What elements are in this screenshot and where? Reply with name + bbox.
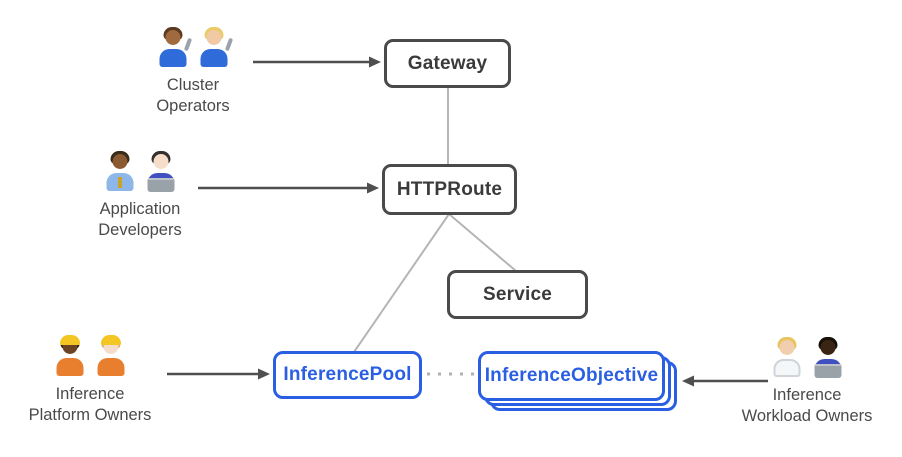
figure-head-shape	[153, 154, 168, 169]
figure-laptop-shape	[814, 364, 841, 378]
person-figure	[197, 26, 233, 68]
node-httproute: HTTPRoute	[382, 164, 517, 215]
figure-head-shape	[820, 340, 835, 355]
persona-cluster-operators: Cluster Operators	[108, 26, 278, 117]
node-inference-objective: InferenceObjective	[478, 351, 665, 401]
construction-worker-people-emoji-icon	[53, 335, 128, 377]
person-figure	[156, 26, 192, 68]
edge-httproute-service	[448, 213, 517, 272]
figure-head-shape	[112, 154, 127, 169]
persona-inference-platform-owners: Inference Platform Owners	[0, 335, 180, 426]
label-line: Inference	[55, 385, 125, 403]
figure-body-shape	[56, 358, 83, 376]
figure-body-shape	[773, 359, 800, 377]
persona-application-developers-label: Application Developers	[98, 199, 181, 241]
figure-tie-shape	[117, 177, 122, 188]
label-line: Application	[99, 200, 181, 218]
figure-laptop-shape	[147, 178, 174, 192]
node-inference-objective-stack: InferenceObjective	[478, 351, 677, 411]
label-line: Cluster	[166, 76, 220, 94]
persona-cluster-operators-label: Cluster Operators	[156, 75, 229, 117]
mechanic-people-emoji-icon	[156, 26, 233, 68]
figure-hat-shape	[100, 335, 121, 345]
figure-head-shape	[206, 30, 221, 45]
figure-hat-shape	[59, 335, 80, 345]
figure-wrench-shape	[224, 37, 233, 52]
developer-people-emoji-icon	[103, 150, 178, 192]
edge-httproute-inferencepool	[353, 213, 450, 353]
node-httproute-label: HTTPRoute	[396, 178, 503, 200]
persona-application-developers: Application Developers	[55, 150, 225, 241]
node-service-label: Service	[482, 283, 552, 305]
figure-body-shape	[200, 49, 227, 67]
person-figure	[94, 335, 128, 377]
figure-body-shape	[97, 358, 124, 376]
persona-inference-platform-owners-label: Inference Platform Owners	[29, 384, 152, 426]
node-inference-objective-label: InferenceObjective	[484, 365, 659, 386]
label-line: Inference	[772, 386, 842, 404]
person-figure	[144, 150, 178, 192]
figure-wrench-shape	[183, 37, 192, 52]
figure-body-shape	[159, 49, 186, 67]
persona-inference-workload-owners-label: Inference Workload Owners	[742, 385, 873, 427]
figure-head-shape	[165, 30, 180, 45]
node-inference-pool: InferencePool	[273, 351, 422, 399]
person-figure	[53, 335, 87, 377]
label-line: Developers	[98, 221, 182, 239]
node-inference-pool-label: InferencePool	[283, 364, 412, 385]
label-line: Platform Owners	[28, 406, 152, 424]
person-figure	[103, 150, 137, 192]
node-gateway: Gateway	[384, 39, 511, 88]
person-figure	[770, 336, 804, 378]
persona-inference-workload-owners: Inference Workload Owners	[712, 336, 902, 427]
workload-owner-people-emoji-icon	[770, 336, 845, 378]
label-line: Workload Owners	[741, 407, 873, 425]
label-line: Operators	[156, 97, 230, 115]
person-figure	[811, 336, 845, 378]
node-service: Service	[447, 270, 588, 319]
figure-head-shape	[779, 340, 794, 355]
node-gateway-label: Gateway	[407, 52, 488, 74]
